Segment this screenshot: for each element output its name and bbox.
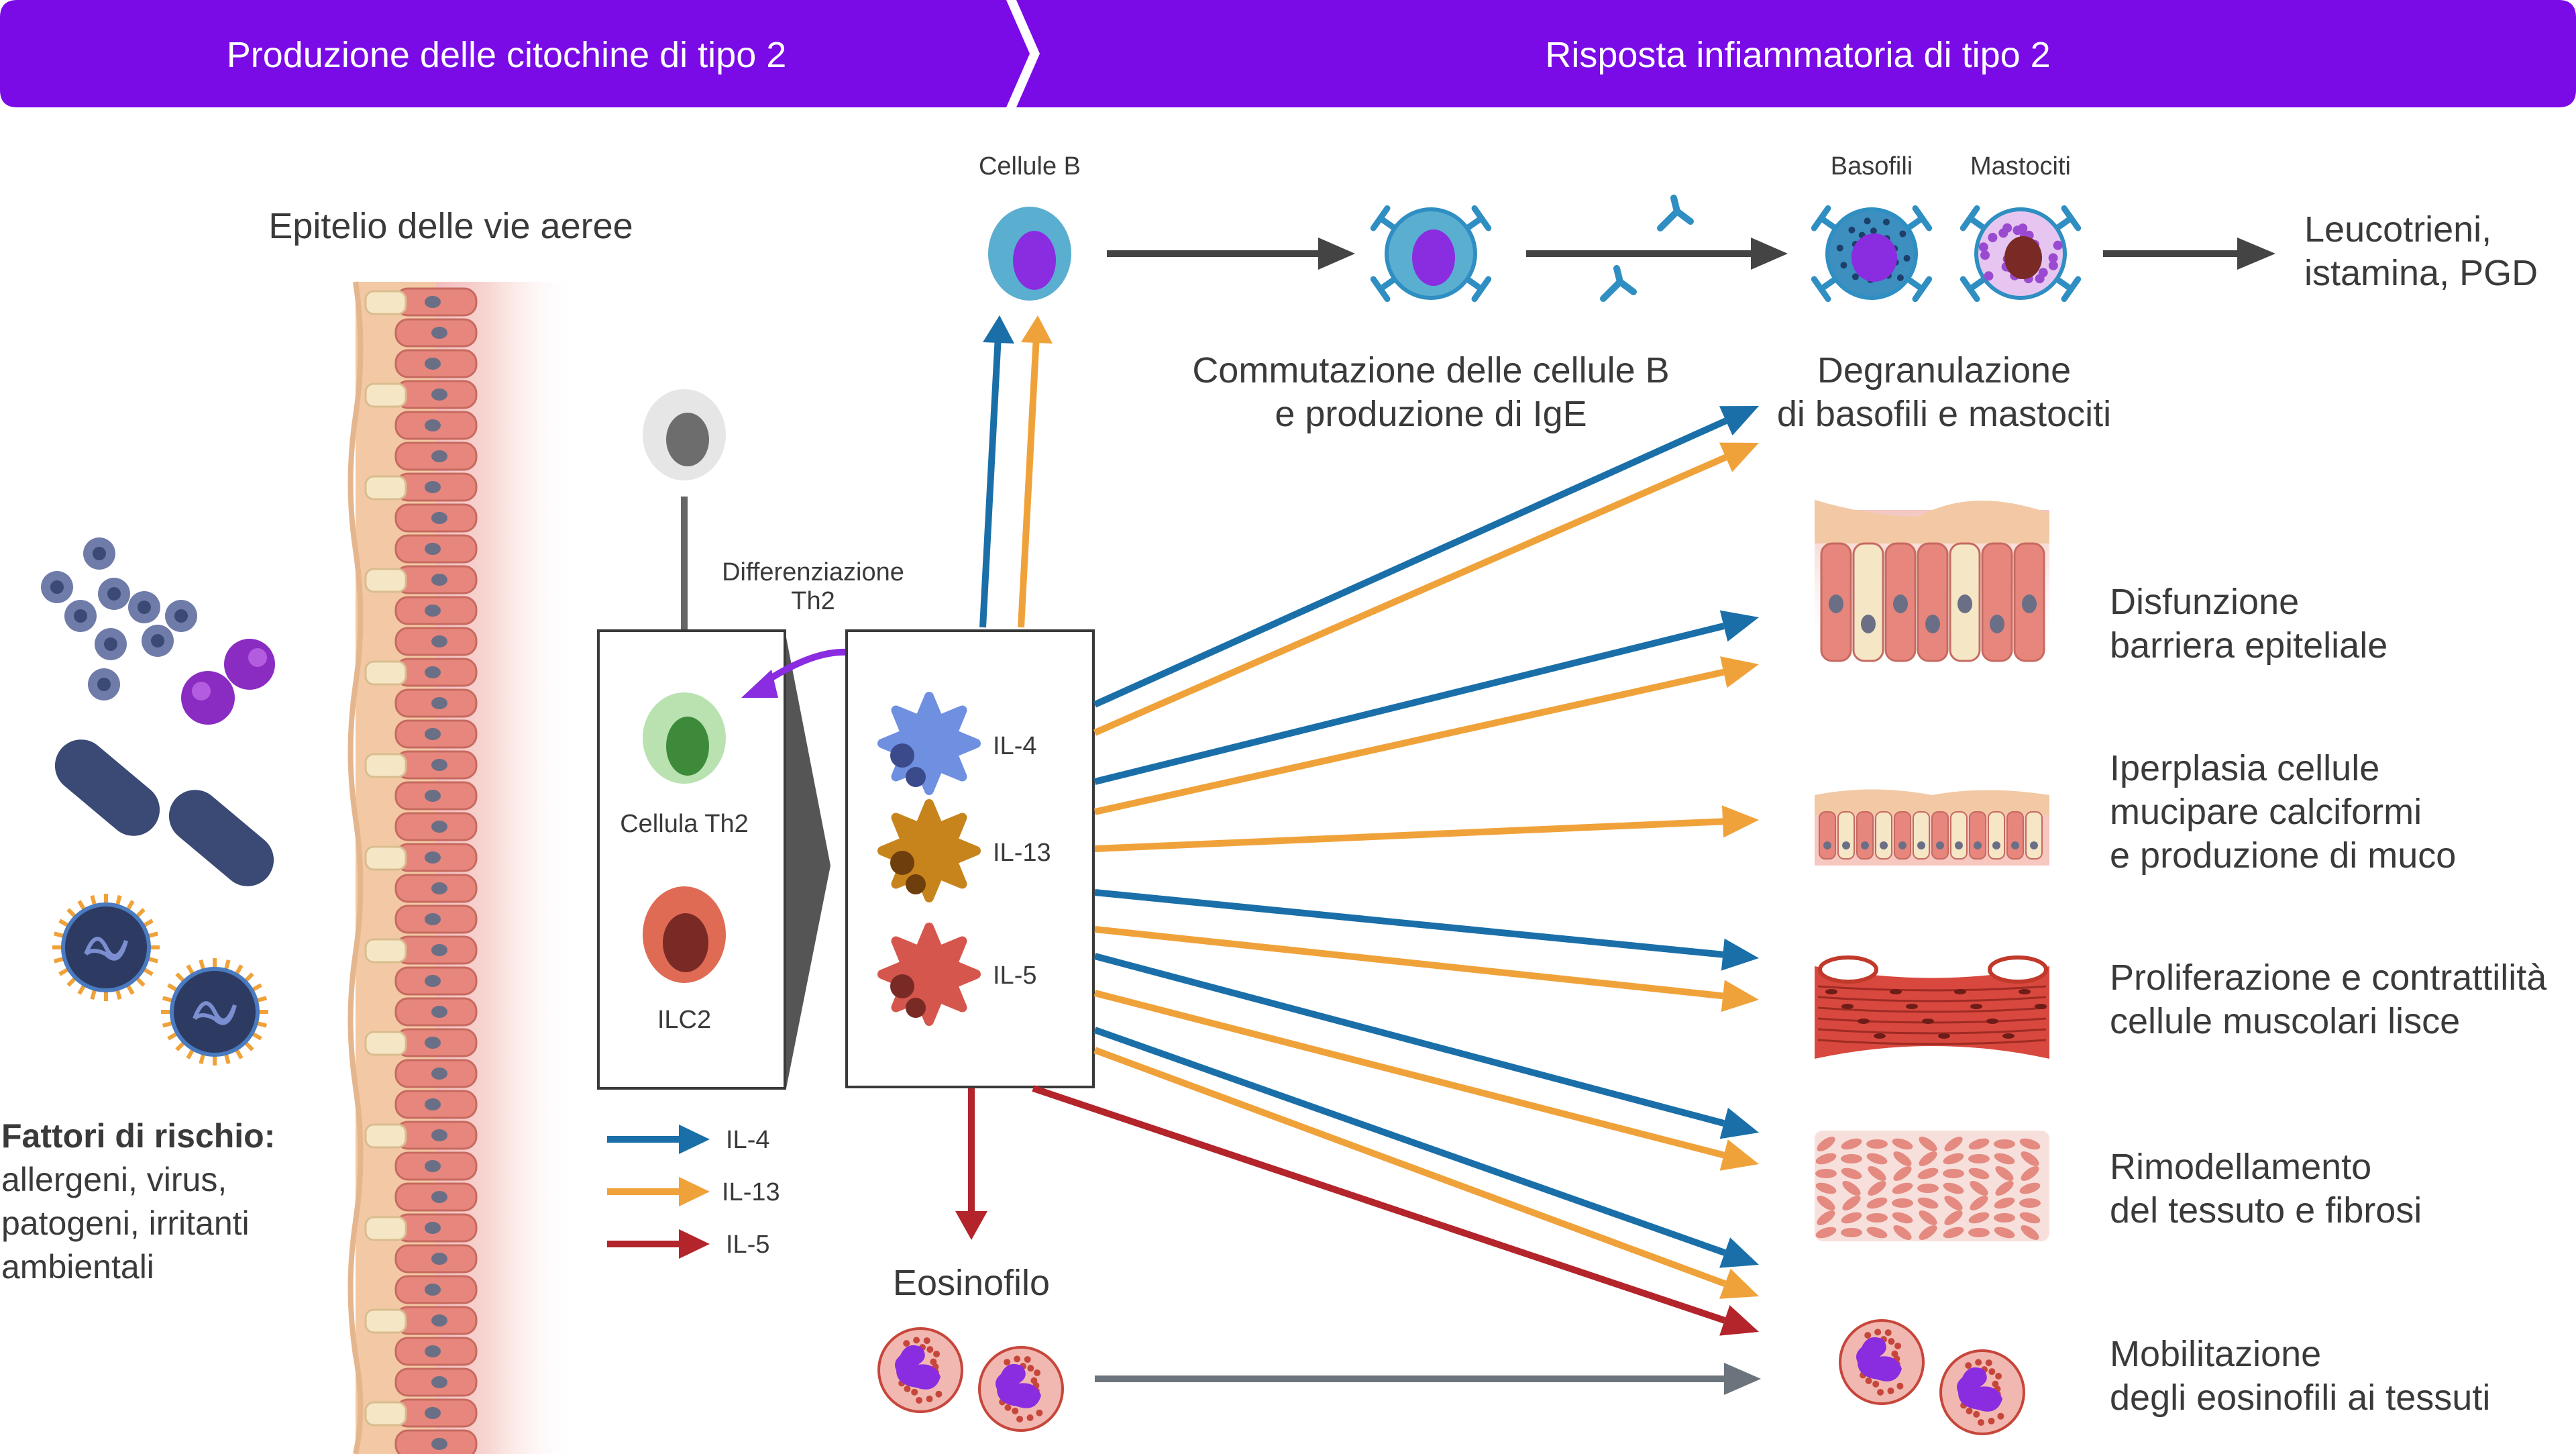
eosinophil-label: Eosinofilo <box>893 1263 1050 1303</box>
header-left-segment <box>0 0 1030 107</box>
pathogens-illustration <box>41 537 275 1066</box>
epithelial-barrier-tissue <box>1815 500 2049 664</box>
eosinophil-cell <box>1939 1349 2025 1435</box>
mast-cell <box>1960 205 2082 303</box>
arrow-eosinophil-mobilization-head <box>1724 1363 1761 1395</box>
b-cells-label: Cellule B <box>979 152 1081 180</box>
cytokine-effect-arrows <box>1032 406 1759 1336</box>
airway-epithelium-illustration <box>347 281 577 1454</box>
ige-antibody-icon <box>1600 195 1694 302</box>
th2-cell-label: Cellula Th2 <box>620 810 749 838</box>
b-cell <box>988 207 1071 301</box>
risk-factors-title: Fattori di rischio: <box>1 1117 275 1155</box>
box-transition-chevron <box>786 637 830 1088</box>
basophils-label: Basofili <box>1831 152 1913 180</box>
arrow-il13-to-b-cell-head <box>1021 315 1053 344</box>
risk-factors-line-3: ambientali <box>1 1248 154 1286</box>
arrow-il4-to-b-cell <box>979 335 1002 628</box>
outcome-goblet-line-3: e produzione di muco <box>2110 835 2456 876</box>
b-switch-label-1: Commutazione delle cellule B <box>1192 350 1669 391</box>
ilc2-label: ILC2 <box>657 1006 711 1034</box>
fibrosis-tissue <box>1815 1131 2049 1241</box>
outcome-goblet-line-2: mucipare calciformi <box>2110 792 2422 832</box>
basophil-cell <box>1811 205 1933 303</box>
naive-t-cell <box>643 389 726 480</box>
degranulation-label-2: di basofili e mastociti <box>1777 394 2111 434</box>
outcome-fibrosis-line-2: del tessuto e fibrosi <box>2110 1190 2422 1231</box>
outcome-barrier-line-2: barriera epiteliale <box>2110 625 2387 666</box>
th2-differentiation-label-2: Th2 <box>791 587 835 615</box>
arrow-ige-to-basophils-head <box>1751 238 1788 270</box>
outcome-muscle-line-2: cellule muscolari lisce <box>2110 1001 2460 1041</box>
arrow-il13-to-b-cell <box>1018 335 1040 628</box>
risk-factors-line-2: patogeni, irritanti <box>1 1204 250 1242</box>
degranulation-label-1: Degranulazione <box>1817 350 2071 391</box>
outcome-muscle-line-1: Proliferazione e contrattilità <box>2110 957 2547 998</box>
legend-label-il5: IL-5 <box>726 1231 769 1259</box>
eosinophil-cell <box>877 1327 963 1413</box>
virus-icon <box>52 894 160 1001</box>
b-switch-label-2: e produzione di IgE <box>1275 394 1587 434</box>
header-left-title: Produzione delle citochine di tipo 2 <box>227 35 787 75</box>
risk-factors-line-1: allergeni, virus, <box>1 1161 227 1198</box>
cytokine-box <box>845 629 1095 1088</box>
outcome-barrier-line-1: Disfunzione <box>2110 582 2299 622</box>
ige-b-cell <box>1370 205 1492 303</box>
cytokine-label-il13: IL-13 <box>993 839 1051 867</box>
smooth-muscle-tissue <box>1815 955 2049 1059</box>
il5-cytokine-icon <box>877 923 981 1026</box>
il13-cytokine-icon <box>877 799 981 902</box>
il4-cytokine-icon <box>877 692 981 795</box>
legend: IL-4 IL-13 IL-5 <box>607 1125 780 1259</box>
goblet-cell-tissue <box>1815 789 2049 866</box>
mediators-label-1: Leucotrieni, <box>2304 209 2491 250</box>
ilc2-cell <box>643 886 726 983</box>
epithelium-title: Epitelio delle vie aeree <box>268 206 633 246</box>
arrow-il4-to-b-cell-head <box>983 315 1014 344</box>
epithelial-cells <box>364 287 478 1454</box>
mast-cells-label: Mastociti <box>1970 152 2071 180</box>
header-bar: Produzione delle citochine di tipo 2 Ris… <box>0 0 2576 107</box>
th2-cell <box>643 692 726 784</box>
virus-icon <box>161 958 268 1066</box>
outcome-fibrosis-line-1: Rimodellamento <box>2110 1147 2371 1187</box>
legend-label-il4: IL-4 <box>726 1126 769 1154</box>
arrow-degranulation-to-mediators-head <box>2237 238 2275 270</box>
legend-label-il13: IL-13 <box>722 1178 780 1206</box>
eosinophil-cell <box>1839 1319 1925 1405</box>
eosinophil-cell <box>978 1346 1064 1432</box>
cytokine-label-il5: IL-5 <box>993 962 1036 990</box>
outcome-eosinophil-line-1: Mobilitazione <box>2110 1334 2321 1374</box>
outcome-goblet-line-1: Iperplasia cellule <box>2110 748 2379 788</box>
arrow-il5-to-eosinophil-head <box>955 1211 987 1240</box>
differentiation-curved-arrow-head <box>741 670 778 698</box>
arrow-b-cell-to-plasma-head <box>1318 238 1355 270</box>
cytokine-label-il4: IL-4 <box>993 732 1036 760</box>
th2-differentiation-label-1: Differenziazione <box>722 558 904 586</box>
header-right-segment <box>1016 0 2576 107</box>
mediators-label-2: istamina, PGD <box>2304 253 2538 293</box>
header-right-title: Risposta infiammatoria di tipo 2 <box>1545 35 2050 75</box>
outcome-eosinophil-line-2: degli eosinofili ai tessuti <box>2110 1378 2490 1418</box>
